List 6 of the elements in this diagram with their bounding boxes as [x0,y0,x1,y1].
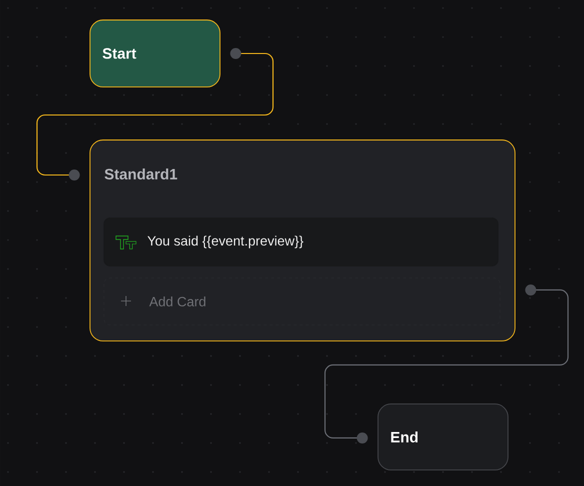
connector [324,284,569,444]
connector [36,48,274,180]
text-card: You said {{event.preview}} [104,218,498,266]
start-box: Start [90,20,220,88]
add-card-button: Add Card [104,278,500,326]
end-box: End [378,404,508,470]
